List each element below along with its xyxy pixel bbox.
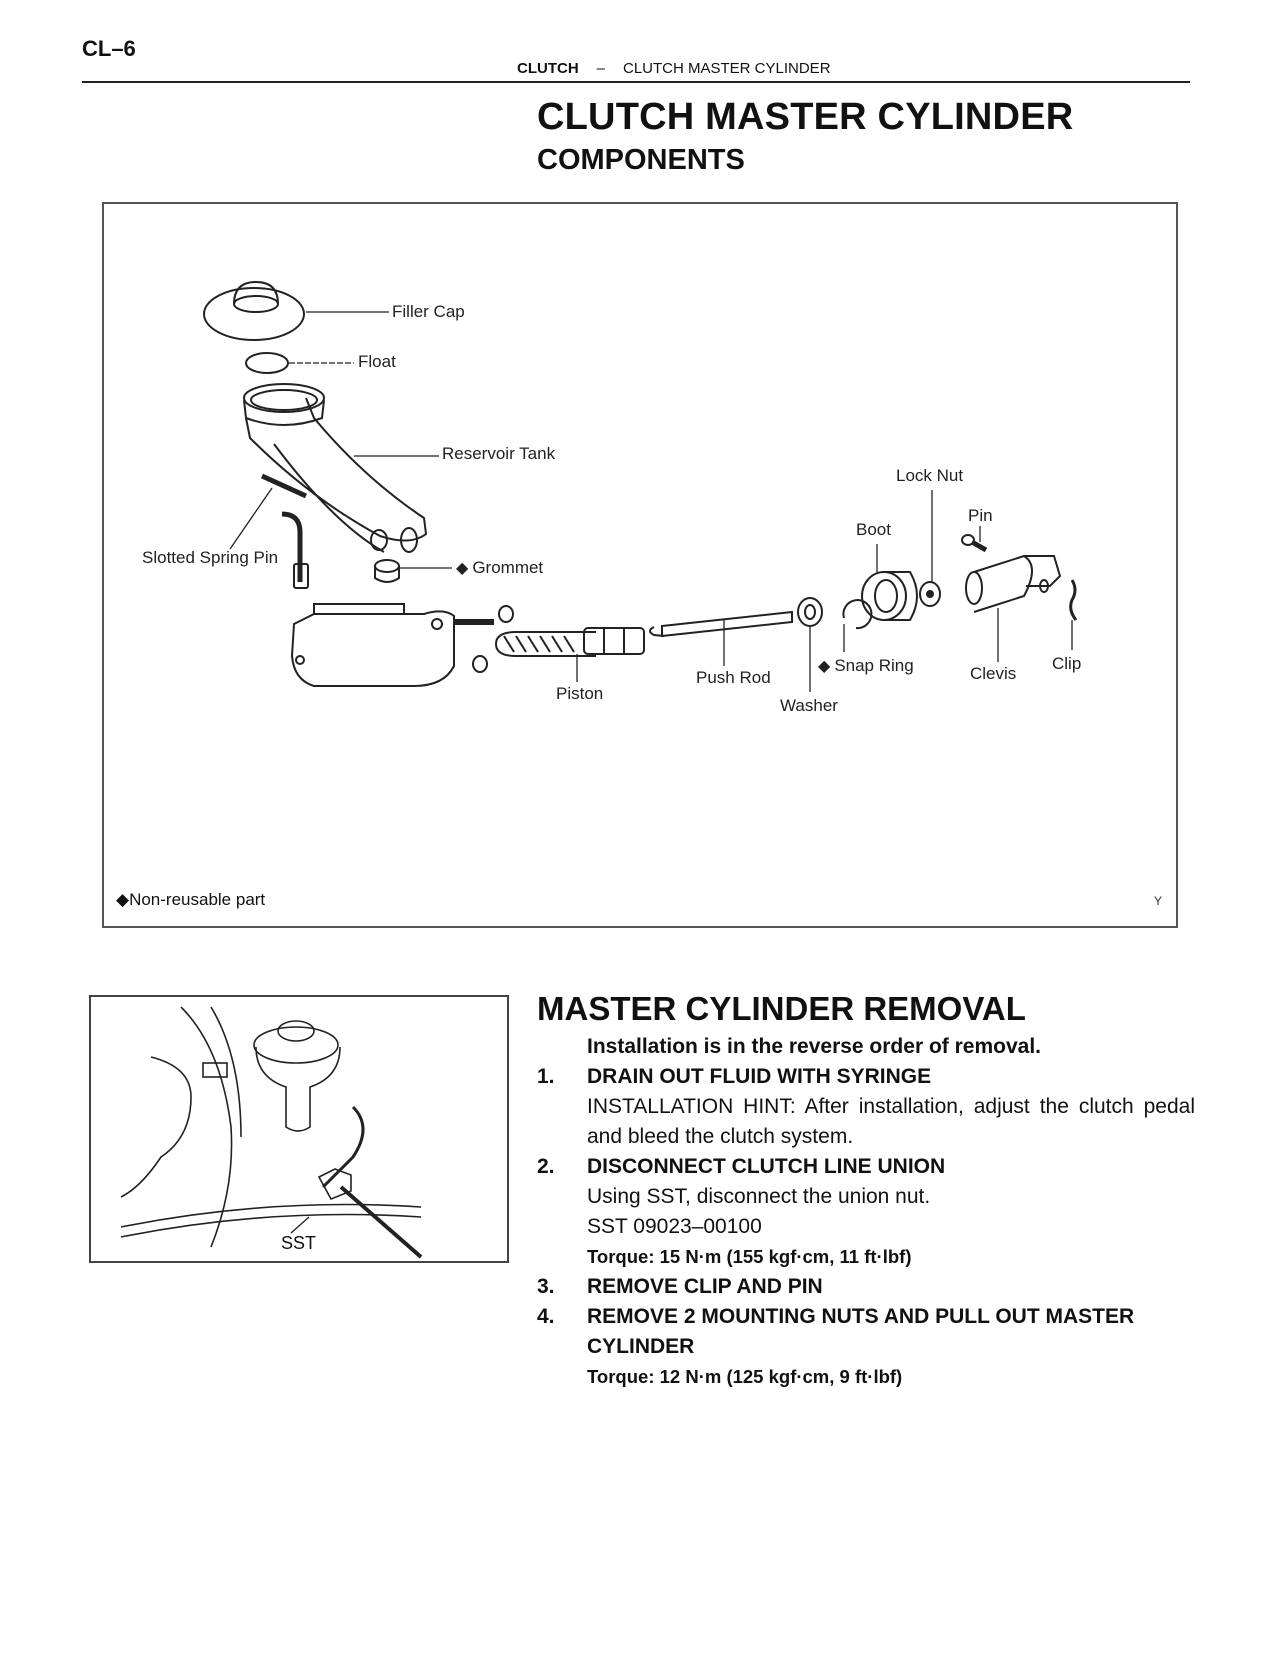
- piston-drawing: [495, 627, 645, 657]
- label-washer: Washer: [780, 696, 838, 715]
- push-rod-drawing: [649, 610, 793, 638]
- non-reusable-diamond-icon: ◆: [818, 658, 831, 675]
- step-heading: REMOVE 2 MOUNTING NUTS AND PULL OUT MAST…: [587, 1305, 1135, 1358]
- label-clevis: Clevis: [970, 664, 1017, 683]
- label-boot: Boot: [856, 520, 891, 539]
- union-drawing: [281, 511, 303, 582]
- running-header: CLUTCH– CLUTCH MASTER CYLINDER: [517, 60, 831, 77]
- reservoir-cap-drawing: [253, 1026, 339, 1064]
- step-3: 3. REMOVE CLIP AND PIN: [537, 1272, 1195, 1302]
- label-sst: SST: [281, 1233, 317, 1253]
- figure-code: Y: [1153, 894, 1162, 908]
- step-4: 4. REMOVE 2 MOUNTING NUTS AND PULL OUT M…: [537, 1302, 1195, 1392]
- header-separator: –: [596, 60, 605, 77]
- clutch-line-drawing: [321, 1105, 365, 1189]
- page-subtitle: COMPONENTS: [537, 144, 745, 176]
- step-number: 3.: [537, 1275, 555, 1298]
- header-rule: [82, 81, 1190, 83]
- clevis-drawing: [965, 554, 1062, 613]
- filler-cap-drawing: [203, 280, 305, 341]
- leader-slotted-spring-pin: [229, 487, 273, 550]
- float-drawing: [245, 352, 289, 374]
- label-grommet: ◆Grommet: [456, 558, 544, 577]
- hose-line: [120, 1203, 422, 1228]
- grommet-drawing: [374, 559, 400, 583]
- components-diagram: Filler Cap Float Reservoir Tank Slotted …: [102, 202, 1178, 928]
- sst-wrench-drawing: [339, 1185, 423, 1259]
- legend-text: Non-reusable part: [129, 890, 266, 909]
- snap-ring-drawing: [842, 599, 873, 630]
- step-body: INSTALLATION HINT: After installation, a…: [587, 1095, 1195, 1148]
- step-number: 1.: [537, 1065, 555, 1088]
- removal-intro: Installation is in the reverse order of …: [587, 1035, 1041, 1058]
- step-number: 2.: [537, 1155, 555, 1178]
- header-section: CLUTCH: [517, 60, 579, 77]
- components-drawing: [203, 280, 1078, 692]
- step-2: 2. DISCONNECT CLUTCH LINE UNION Using SS…: [537, 1152, 1195, 1272]
- booster-outline: [120, 1056, 192, 1198]
- step-heading: REMOVE CLIP AND PIN: [587, 1275, 823, 1298]
- step-1: 1. DRAIN OUT FLUID WITH SYRINGE INSTALLA…: [537, 1062, 1195, 1152]
- removal-steps: Installation is in the reverse order of …: [537, 1032, 1195, 1392]
- boot-drawing: [861, 571, 918, 621]
- reservoir-tank-drawing: [243, 383, 428, 553]
- page-title: CLUTCH MASTER CYLINDER: [537, 96, 1074, 138]
- slotted-spring-pin-drawing: [260, 473, 308, 499]
- non-reusable-diamond-icon: ◆: [116, 890, 130, 909]
- leader-sst: [290, 1216, 310, 1234]
- page-number: CL–6: [82, 36, 136, 61]
- label-float: Float: [358, 352, 396, 371]
- body-panel-line: [180, 1006, 233, 1248]
- step-heading: DRAIN OUT FLUID WITH SYRINGE: [587, 1065, 932, 1088]
- sst-number: SST 09023–00100: [587, 1215, 762, 1238]
- pin-drawing: [961, 534, 988, 553]
- step-body: Using SST, disconnect the union nut.: [587, 1185, 931, 1208]
- clip-drawing: [1069, 579, 1078, 621]
- torque-spec: Torque: 12 N·m (125 kgf·cm, 9 ft·lbf): [587, 1366, 903, 1387]
- step-number: 4.: [537, 1305, 555, 1328]
- seal-drawing: [472, 605, 514, 673]
- washer-drawing: [797, 597, 823, 627]
- reservoir-body-drawing: [255, 1046, 341, 1132]
- label-pin: Pin: [968, 506, 993, 525]
- label-lock-nut: Lock Nut: [896, 466, 964, 485]
- removal-drawing: [120, 1006, 423, 1259]
- removal-section-title: MASTER CYLINDER REMOVAL: [537, 990, 1026, 1027]
- label-slotted-spring-pin: Slotted Spring Pin: [142, 548, 279, 567]
- label-snap-ring: ◆Snap Ring: [818, 656, 914, 675]
- torque-spec: Torque: 15 N·m (155 kgf·cm, 11 ft·lbf): [587, 1246, 912, 1267]
- label-filler-cap: Filler Cap: [392, 302, 465, 321]
- legend: ◆Non-reusable part: [116, 890, 265, 910]
- non-reusable-diamond-icon: ◆: [456, 560, 469, 577]
- label-clip: Clip: [1052, 654, 1082, 673]
- removal-illustration: SST: [89, 995, 509, 1263]
- lock-nut-drawing: [919, 581, 941, 607]
- header-subsection: CLUTCH MASTER CYLINDER: [623, 60, 831, 77]
- step-heading: DISCONNECT CLUTCH LINE UNION: [587, 1155, 946, 1178]
- cylinder-body-drawing: [290, 603, 494, 687]
- label-reservoir-tank: Reservoir Tank: [442, 444, 556, 463]
- label-piston: Piston: [556, 684, 604, 703]
- label-push-rod: Push Rod: [696, 668, 771, 687]
- union-nut-drawing: [317, 1168, 352, 1201]
- bracket-drawing: [202, 1062, 228, 1078]
